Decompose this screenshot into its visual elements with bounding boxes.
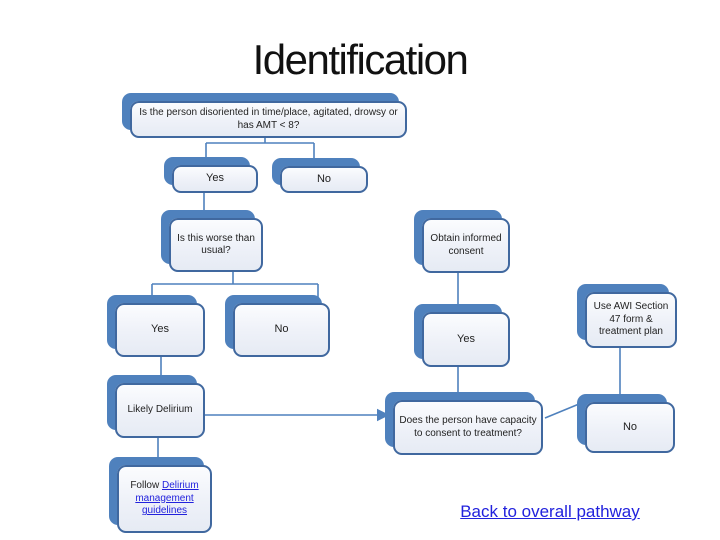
node-obtain-consent: Obtain informed consent xyxy=(422,218,510,273)
delirium-guidelines-link[interactable]: Delirium management guidelines xyxy=(135,480,199,517)
node-no-3: No xyxy=(585,402,675,453)
node-no-1: No xyxy=(280,166,368,193)
node-follow-guidelines: Follow Delirium management guidelines xyxy=(117,465,212,533)
back-to-pathway-link[interactable]: Back to overall pathway xyxy=(460,502,640,521)
follow-prefix-text: Follow xyxy=(130,480,162,492)
connector-q1-split xyxy=(205,138,315,168)
node-awi-section47: Use AWI Section 47 form & treatment plan xyxy=(585,292,677,348)
node-disorientation-question: Is the person disoriented in time/place,… xyxy=(130,101,407,138)
connector-worse-split xyxy=(151,272,319,305)
node-capacity-question: Does the person have capacity to consent… xyxy=(393,400,543,455)
connector-capacity-no3 xyxy=(544,403,580,419)
page-title: Identification xyxy=(252,36,469,83)
node-likely-delirium: Likely Delirium xyxy=(115,383,205,438)
node-no-2: No xyxy=(233,303,330,357)
node-yes-3: Yes xyxy=(422,312,510,367)
node-worse-than-usual: Is this worse than usual? xyxy=(169,218,263,272)
node-yes-1: Yes xyxy=(172,165,258,193)
node-yes-2: Yes xyxy=(115,303,205,357)
